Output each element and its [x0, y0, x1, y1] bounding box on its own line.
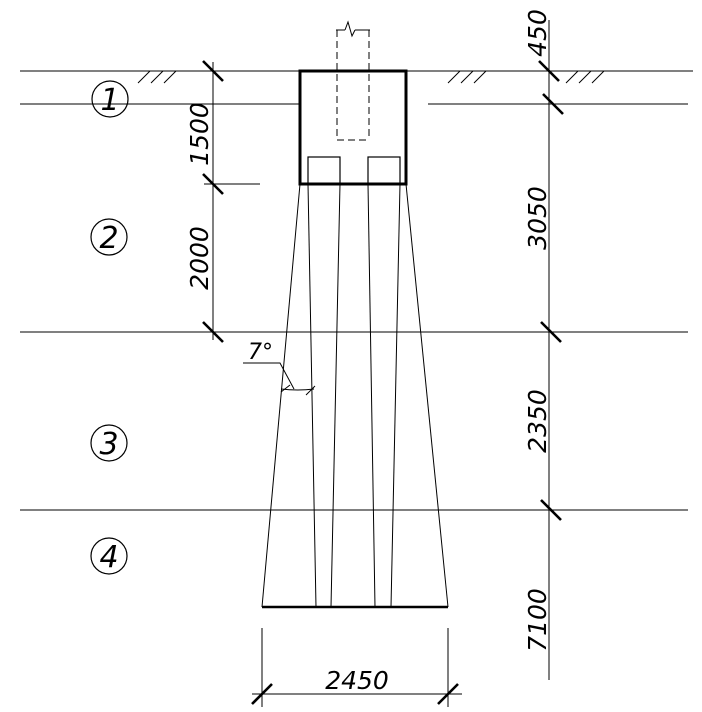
dimension-7100: 7100 [523, 588, 552, 652]
ground-hatch-left [137, 70, 177, 84]
right-dimension-ticks [538, 60, 564, 521]
angle-label: 7° [248, 340, 273, 365]
layer-marker-circle [91, 80, 129, 118]
piles [307, 183, 401, 608]
layer-marker-circle [90, 424, 128, 462]
pile-head-right [367, 156, 401, 185]
layer-marker-4: 4 [90, 537, 128, 575]
conventional-foundation-edge-right [405, 183, 449, 608]
column-outline [336, 20, 370, 141]
dimension-450: 450 [523, 9, 552, 57]
pile-cap [298, 69, 408, 186]
left-dimension-ticks [202, 60, 224, 343]
layer-marker-2: 2 [90, 218, 128, 256]
layer-number-1: 1 [100, 83, 119, 118]
dimension-2450: 2450 [325, 666, 389, 695]
layer-number-4: 4 [99, 540, 118, 575]
layer-marker-1: 1 [91, 80, 129, 118]
layer-marker-circle [90, 218, 128, 256]
pile-head-left [307, 156, 341, 185]
dimension-3050: 3050 [523, 186, 552, 250]
ground-hatch-right [447, 70, 605, 84]
dimension-2000: 2000 [185, 226, 214, 290]
bottom-dimension [251, 628, 462, 707]
layer-marker-circle [90, 537, 128, 575]
layer-number-3: 3 [99, 427, 118, 462]
dimension-1500: 1500 [185, 102, 214, 166]
conventional-foundation-edge-left [261, 183, 301, 608]
angle-annotation [243, 362, 316, 396]
layer-number-2: 2 [99, 221, 118, 256]
dimension-2350: 2350 [523, 389, 552, 453]
layer-marker-3: 3 [90, 424, 128, 462]
